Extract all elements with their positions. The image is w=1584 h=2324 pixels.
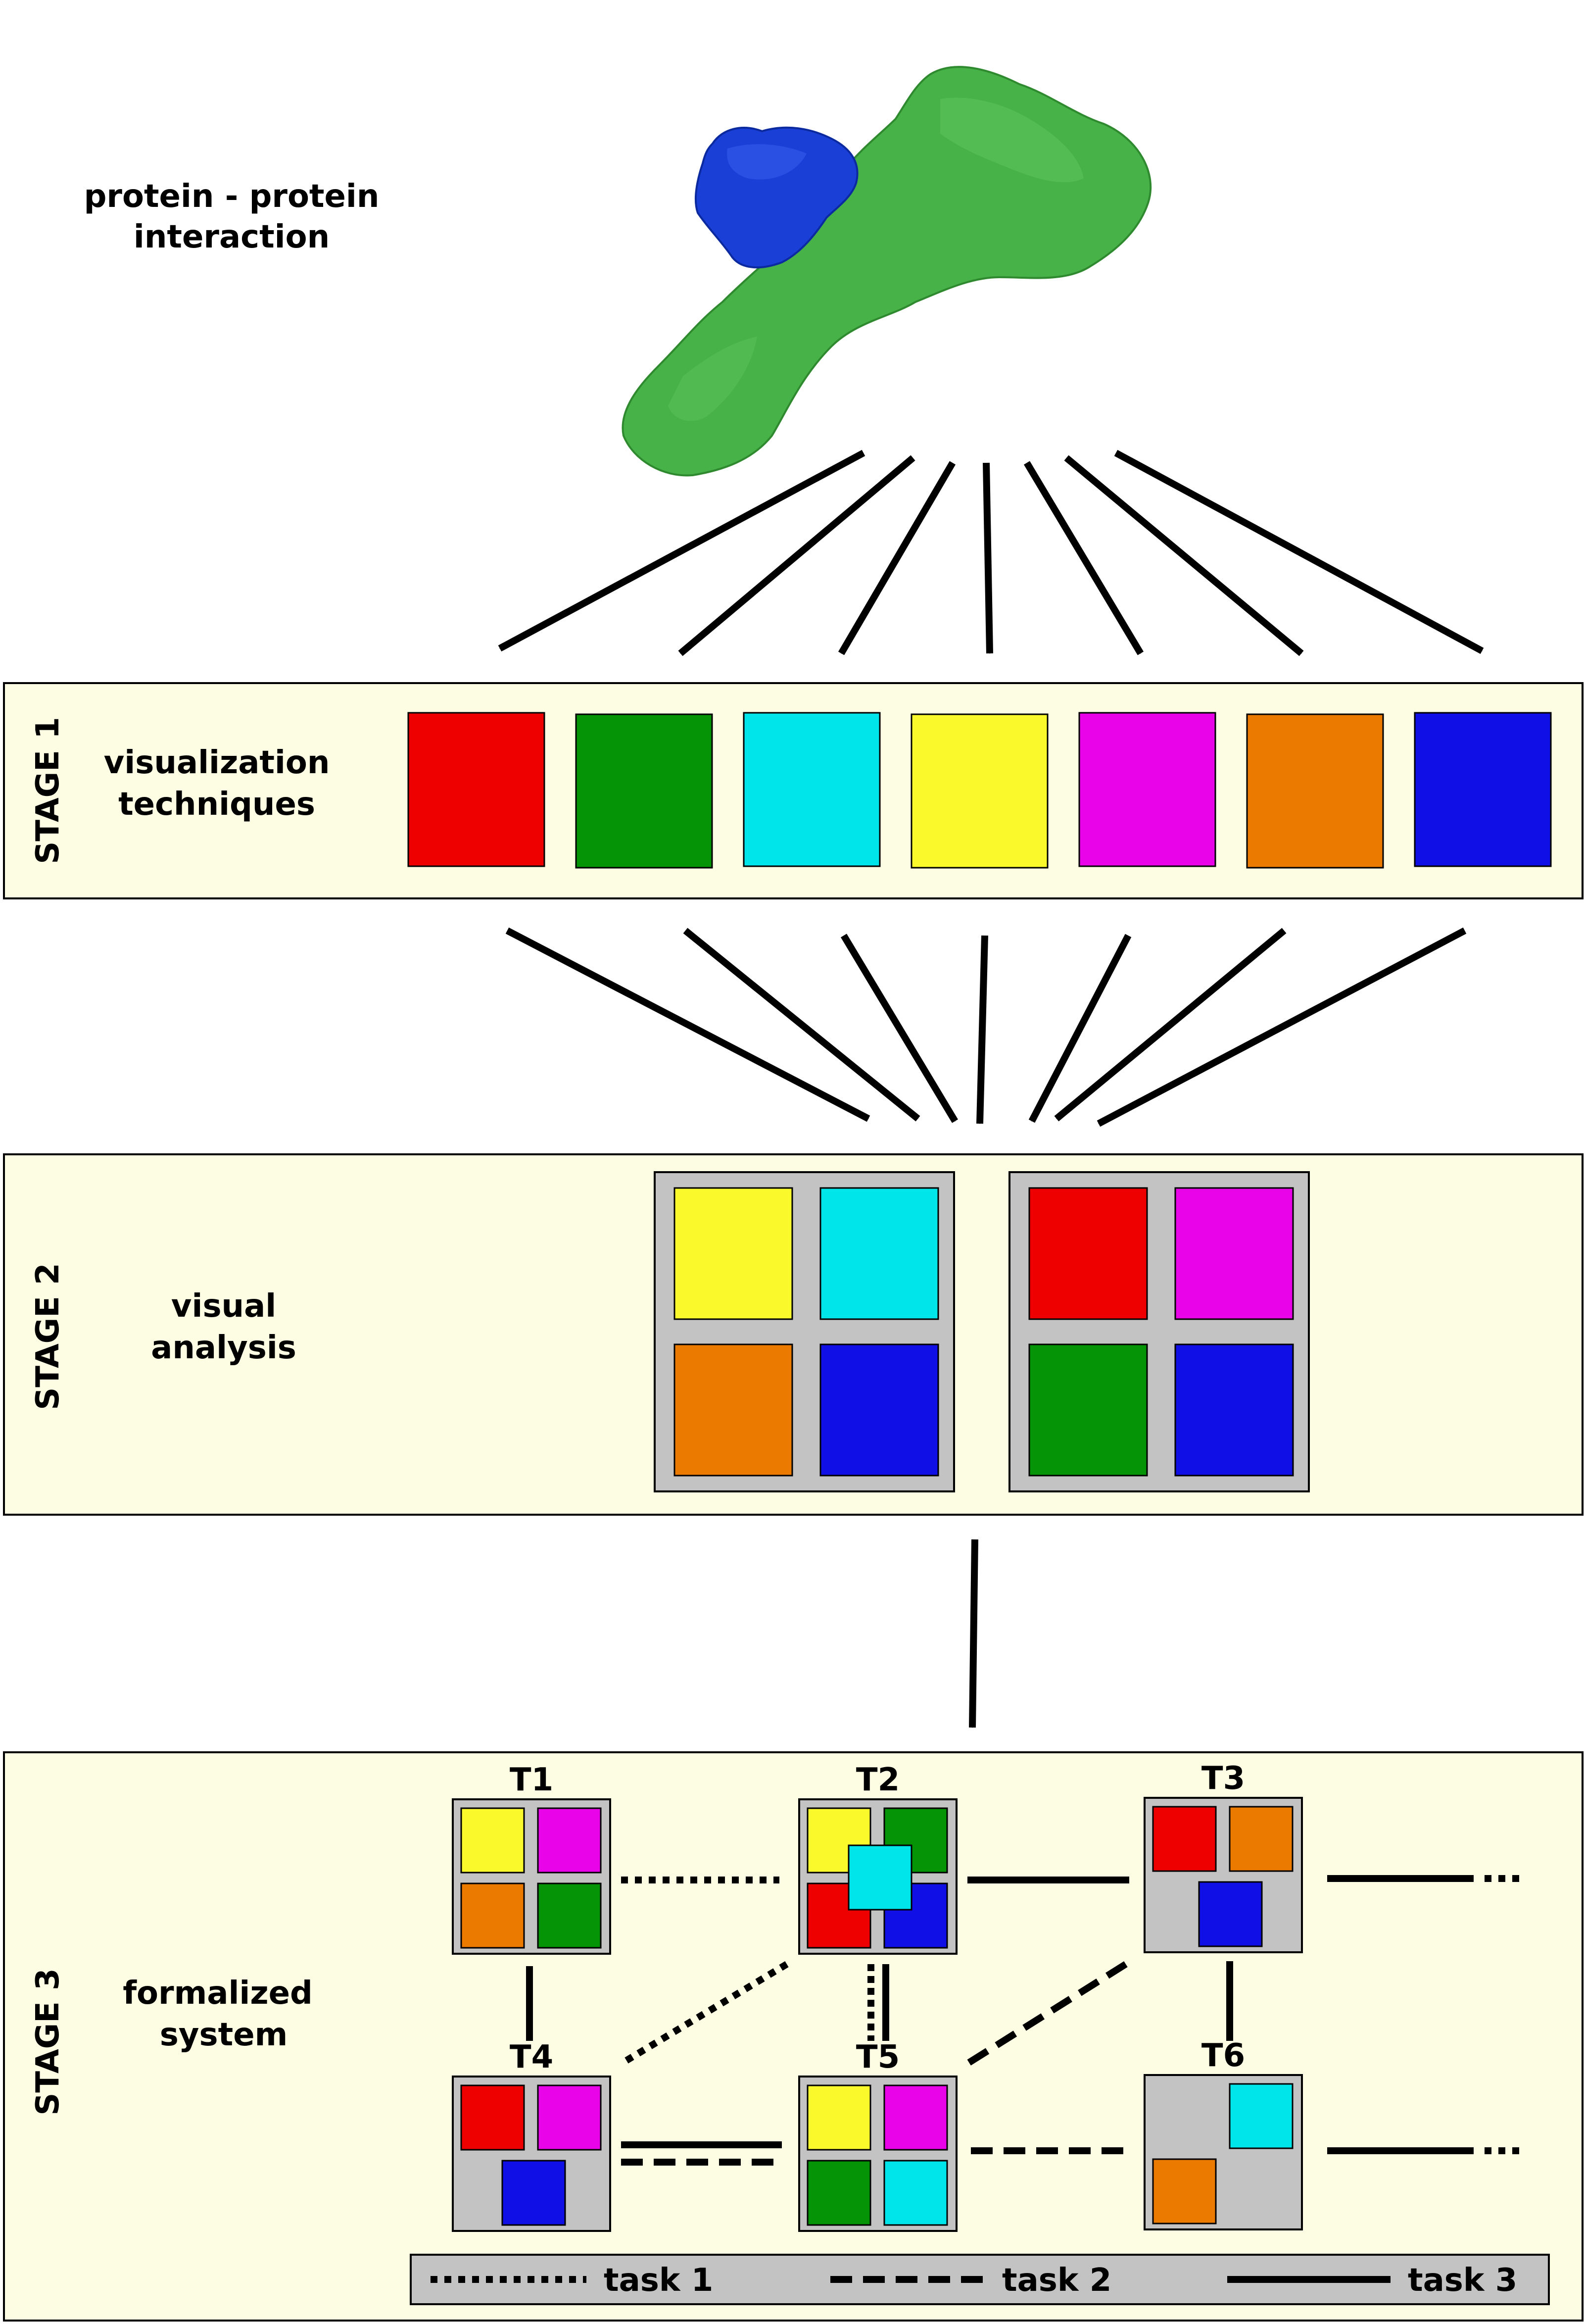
header-title-line1: protein - protein: [84, 178, 380, 215]
technique-square-cyan: [743, 712, 881, 867]
task-square-orange: [460, 1882, 525, 1949]
legend-task2-label: task 2: [1002, 2262, 1111, 2299]
legend-task3-label: task 3: [1408, 2262, 1517, 2299]
analysis-group-1: [654, 1171, 955, 1492]
task-square-orange: [1152, 2158, 1217, 2225]
arrow-to-red: [498, 449, 865, 652]
task-square-magenta: [537, 1807, 602, 1874]
stage2-panel: STAGE 2 visual analysis: [3, 1153, 1584, 1516]
stage1-label-line1: visualization: [104, 744, 330, 781]
stage3-label-line1: formalized: [123, 1975, 313, 2012]
stage2-label-line1: visual: [171, 1288, 276, 1325]
task-square-magenta: [537, 2084, 602, 2151]
arrow-to-green: [678, 455, 915, 656]
stage1-technique-squares: [407, 712, 1552, 869]
task-node-t4: T4: [452, 2039, 611, 2232]
analysis-square-blue: [1174, 1343, 1294, 1477]
technique-square-blue: [1414, 712, 1552, 867]
task-node-label: T5: [856, 2039, 900, 2076]
analysis-square-orange: [673, 1343, 793, 1477]
link-t2-t4-task1: [623, 1961, 789, 2065]
task-square-red: [460, 2084, 525, 2151]
stage2-label-line2: analysis: [151, 1330, 296, 1366]
task-node-t2: T2: [798, 1762, 958, 1955]
stage1-tag: STAGE 1: [30, 717, 66, 864]
task-node-label: T6: [1201, 2037, 1245, 2074]
stage1-label-line2: techniques: [118, 786, 315, 823]
task-square-yellow: [807, 2084, 871, 2151]
stage1-panel: STAGE 1 visualization techniques: [3, 682, 1584, 899]
analysis-square-green: [1028, 1343, 1148, 1477]
task-node-label: T3: [1201, 1760, 1245, 1797]
arrows-protein-to-stage1: [498, 449, 1484, 656]
stage3-panel: STAGE 3 formalized system: [3, 1751, 1584, 2322]
technique-square-green: [575, 713, 713, 869]
arrow-blue-to-analysis: [1097, 927, 1467, 1127]
stage2-analysis-groups: [654, 1171, 1310, 1492]
task-node-t6: T6: [1144, 2037, 1303, 2230]
protein-complex-illustration: [622, 66, 1152, 477]
arrow-cyan-to-analysis: [840, 934, 959, 1123]
arrow-yellow-to-analysis: [976, 935, 988, 1124]
task-square-yellow: [460, 1807, 525, 1874]
task-square-green: [537, 1882, 602, 1949]
arrow-to-cyan: [838, 461, 956, 655]
header-title-line2: interaction: [134, 219, 330, 255]
task-square-magenta: [883, 2084, 948, 2151]
stage3-connections: [526, 1875, 1524, 2166]
stage3-tag: STAGE 3: [30, 1968, 66, 2115]
arrow-green-to-analysis: [683, 928, 920, 1122]
technique-square-yellow: [911, 713, 1049, 869]
stage2-tag: STAGE 2: [30, 1263, 66, 1410]
arrows-stage1-to-stage2: [505, 927, 1467, 1127]
stage3-label-line2: system: [160, 2017, 288, 2053]
analysis-square-cyan: [819, 1187, 939, 1320]
legend-task1-label: task 1: [604, 2262, 713, 2299]
arrow-to-magenta: [1023, 461, 1144, 655]
task-square-orange: [1229, 1806, 1294, 1872]
task-square-cyan: [883, 2160, 948, 2226]
task-node-label: T2: [856, 1762, 900, 1798]
technique-square-red: [407, 712, 545, 867]
protein-green-highlight: [940, 98, 1084, 183]
task-node-label: T1: [510, 1762, 553, 1798]
arrow-orange-to-analysis: [1054, 928, 1287, 1122]
analysis-square-red: [1028, 1187, 1148, 1320]
arrow-red-to-analysis: [505, 927, 870, 1122]
analysis-square-yellow: [673, 1187, 793, 1320]
arrow-stage2-to-stage3: [969, 1539, 978, 1728]
arrow-to-orange: [1064, 455, 1304, 656]
task-node-t5: T5: [798, 2039, 958, 2232]
arrow-to-blue: [1114, 449, 1484, 654]
task-square-cyan-overlay: [848, 1844, 912, 1911]
analysis-square-magenta: [1174, 1187, 1294, 1320]
task-node-t3: T3: [1144, 1760, 1303, 1953]
analysis-group-2: [1008, 1171, 1310, 1492]
arrow-to-yellow: [983, 462, 993, 654]
stage3-legend: task 1 task 2 task 3: [410, 2254, 1550, 2305]
task-node-label: T4: [510, 2039, 553, 2076]
protein-green-highlight-2: [668, 337, 757, 421]
task-square-green: [807, 2160, 871, 2226]
task-square-blue: [1198, 1881, 1263, 1947]
technique-square-magenta: [1078, 712, 1216, 867]
task-node-t1: T1: [452, 1762, 611, 1955]
technique-square-orange: [1246, 713, 1384, 869]
stage3-background: [3, 1751, 1584, 2322]
task-square-cyan: [1229, 2083, 1294, 2149]
arrow-magenta-to-analysis: [1028, 934, 1132, 1123]
analysis-square-blue: [819, 1343, 939, 1477]
task-square-red: [1152, 1806, 1217, 1872]
protein-blue-highlight: [727, 144, 807, 180]
task-square-blue: [501, 2160, 566, 2226]
